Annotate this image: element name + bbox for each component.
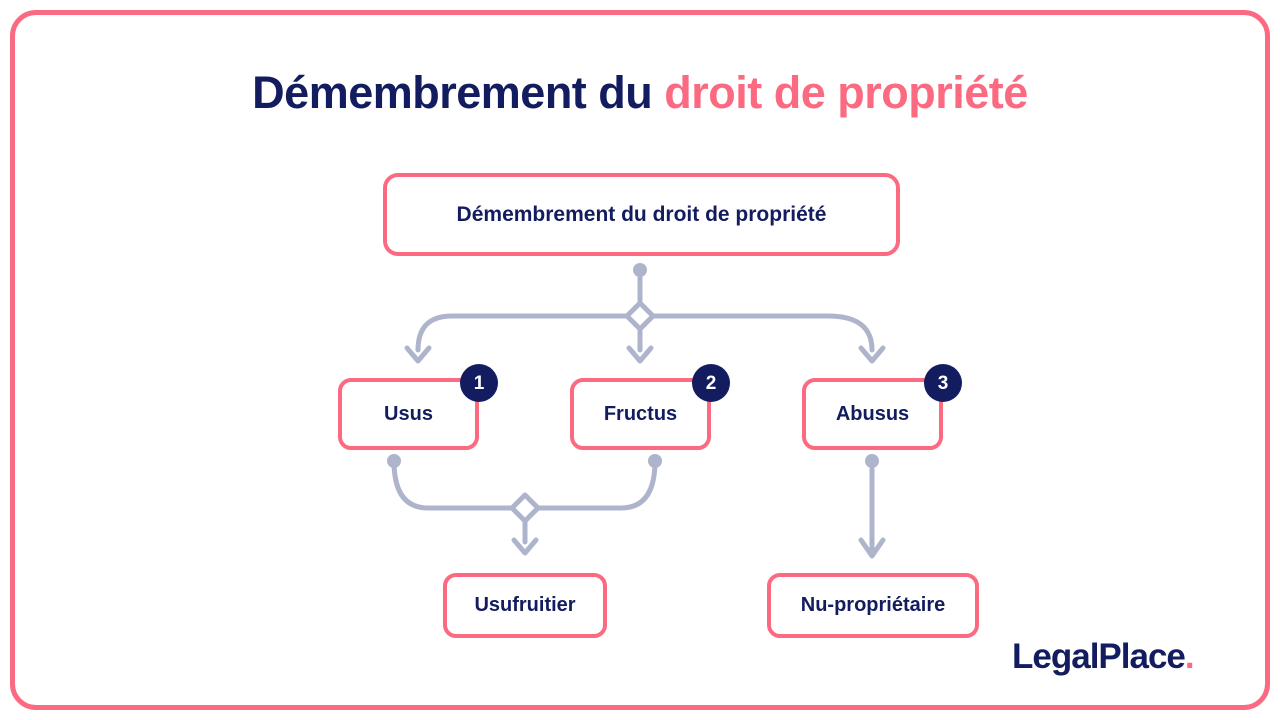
node-root[interactable]: Démembrement du droit de propriété [383,173,900,256]
node-nu-proprietaire[interactable]: Nu-propriétaire [767,573,979,638]
logo-wordmark: LegalPlace [1012,637,1186,676]
page-title: Démembrement du droit de propriété [0,66,1280,120]
badge-step-2: 2 [692,364,730,402]
node-nu-proprietaire-label: Nu-propriétaire [800,594,946,616]
arrowhead-to-usufruitier [511,537,539,556]
node-fructus[interactable]: Fructus [570,378,711,450]
arrowhead-to-usus [404,345,432,364]
page-title-main: Démembrement du [252,67,665,118]
arrowhead-to-abusus [858,345,886,364]
node-root-label: Démembrement du droit de propriété [456,202,827,226]
node-abusus[interactable]: Abusus [802,378,943,450]
page-title-accent: droit de propriété [664,67,1028,118]
junction-diamond-top [624,300,656,332]
node-fructus-label: Fructus [603,402,678,425]
node-abusus-label: Abusus [835,402,910,425]
legalplace-logo: LegalPlace. [1012,637,1195,677]
connector-bus-right [637,313,875,353]
junction-diamond-bottom [509,492,541,524]
node-usufruitier[interactable]: Usufruitier [443,573,607,638]
connector-merge-left [391,458,528,511]
arrowhead-to-fructus [626,345,654,364]
arrowhead-to-nuproprietaire [858,537,886,559]
connector-merge-right [522,458,658,511]
node-usus[interactable]: Usus [338,378,479,450]
connector-bus-left [415,313,643,353]
badge-step-1: 1 [460,364,498,402]
node-usus-label: Usus [384,402,433,425]
node-usufruitier-label: Usufruitier [474,594,576,616]
logo-dot: . [1184,637,1195,676]
badge-step-3: 3 [924,364,962,402]
